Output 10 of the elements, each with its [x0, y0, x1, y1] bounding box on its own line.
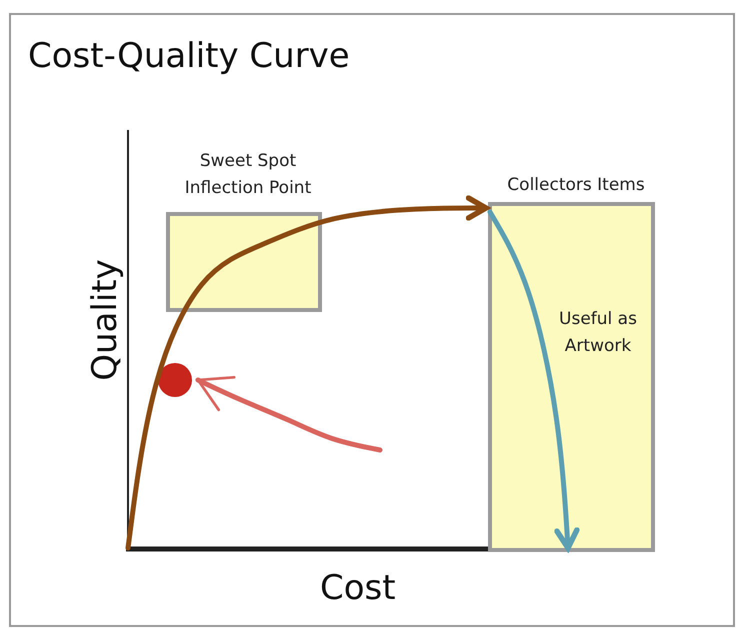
box-text: Useful as Artwork — [558, 308, 638, 358]
box-heading: Collectors Items — [506, 174, 646, 197]
pointer-arrow — [196, 376, 382, 452]
axis-title: Quality — [84, 259, 125, 381]
arrow — [488, 210, 580, 551]
axis-title: Cost — [320, 568, 396, 608]
highlight-dot — [158, 363, 192, 397]
title: Cost-Quality Curve — [28, 36, 350, 76]
box-heading: Sweet Spot Inflection Point — [184, 150, 312, 200]
arrow — [126, 195, 489, 550]
